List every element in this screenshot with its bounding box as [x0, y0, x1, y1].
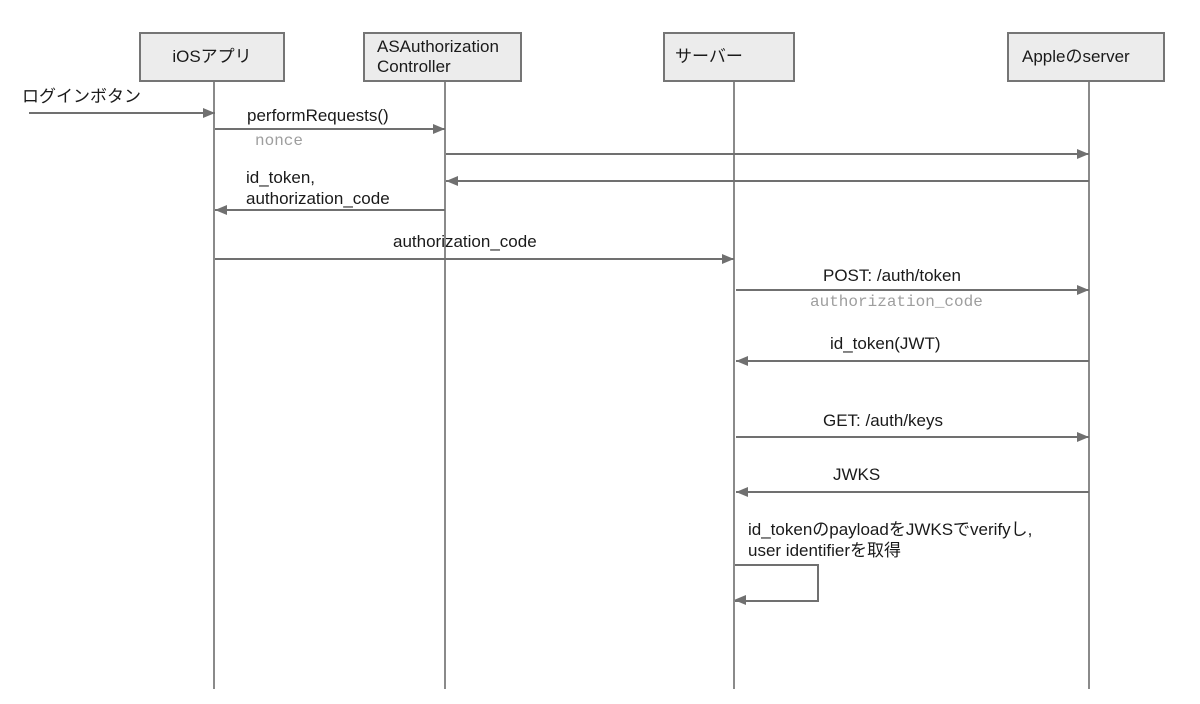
participant-label-apple-server: Appleのserver	[1022, 47, 1130, 66]
arrow-id-token-jwt	[736, 356, 1089, 366]
arrow-jwks	[736, 487, 1089, 497]
message-label-auth-response: id_token, authorization_code	[246, 168, 390, 208]
arrow-post-auth-token	[736, 285, 1089, 295]
param-label-nonce: nonce	[255, 132, 304, 150]
participant-label-asauthorization-controller: ASAuthorization Controller	[377, 37, 499, 76]
arrow-authorization-code	[215, 254, 734, 264]
message-label-authorization-code: authorization_code	[393, 232, 537, 251]
arrow-login-button	[29, 108, 215, 118]
participant-box-apple-server: Appleのserver	[1007, 32, 1165, 82]
message-label-perform-requests: performRequests()	[247, 106, 389, 125]
arrow-apple-to-asauth	[446, 176, 1089, 186]
lifeline-asauthorization-controller	[444, 82, 446, 689]
participant-label-server: サーバー	[675, 47, 743, 66]
lifeline-ios-app	[213, 82, 215, 689]
message-label-id-token-jwt: id_token(JWT)	[830, 334, 941, 353]
param-label-authorization-code: authorization_code	[810, 293, 983, 311]
message-label-login-button: ログインボタン	[22, 87, 141, 106]
arrow-asauth-to-apple	[446, 149, 1089, 159]
participant-box-asauthorization-controller: ASAuthorization Controller	[363, 32, 522, 82]
participant-box-ios-app: iOSアプリ	[139, 32, 285, 82]
arrow-perform-requests	[215, 124, 445, 134]
participant-box-server: サーバー	[663, 32, 795, 82]
self-loop-verify	[734, 564, 819, 605]
message-label-post-auth-token: POST: /auth/token	[823, 266, 961, 285]
message-label-verify-note: id_tokenのpayloadをJWKSでverifyし, user iden…	[748, 520, 1033, 560]
lifeline-apple-server	[1088, 82, 1090, 689]
lifeline-server	[733, 82, 735, 689]
message-label-jwks: JWKS	[833, 465, 881, 484]
message-label-get-auth-keys: GET: /auth/keys	[823, 411, 943, 430]
participant-label-ios-app: iOSアプリ	[172, 47, 252, 66]
arrow-auth-response	[215, 205, 445, 215]
arrow-get-auth-keys	[736, 432, 1089, 442]
